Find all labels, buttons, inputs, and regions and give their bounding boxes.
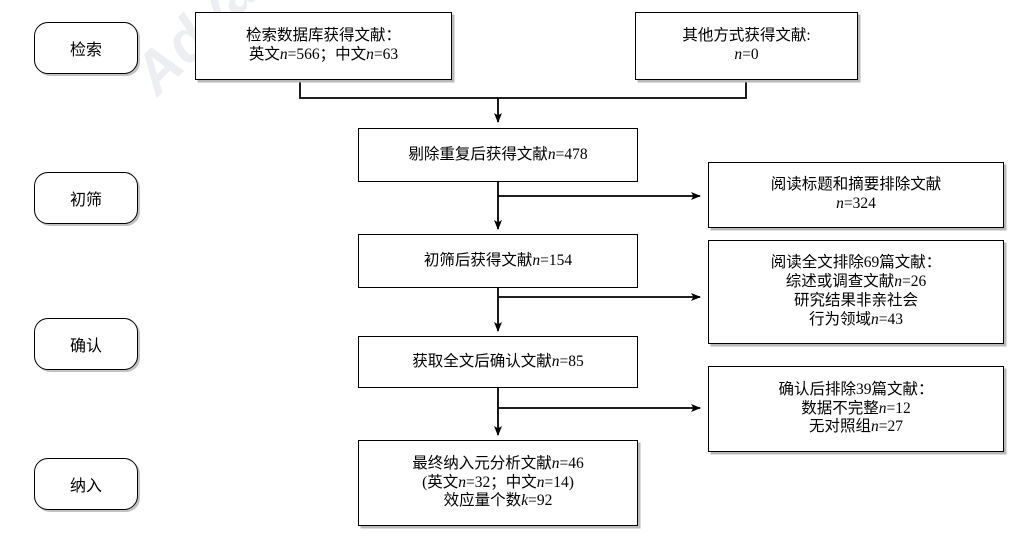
node-other-sources: 其他方式获得文献: n=0 bbox=[635, 12, 858, 80]
node-after-screening: 初筛后获得文献n=154 bbox=[358, 234, 638, 288]
node-line: (英文n=32；中文n=14) bbox=[422, 473, 574, 491]
node-line: 剔除重复后获得文献n=478 bbox=[408, 145, 588, 163]
node-excluded-fulltext: 阅读全文排除69篇文献： 综述或调查文献n=26 研究结果非亲社会 行为领域n=… bbox=[708, 240, 1004, 344]
node-line: n=324 bbox=[836, 195, 876, 212]
node-line: 其他方式获得文献: bbox=[682, 27, 811, 45]
node-line: 阅读全文排除69篇文献： bbox=[770, 254, 942, 272]
stage-label-text: 纳入 bbox=[69, 478, 102, 495]
node-line: 获取全文后确认文献n=85 bbox=[412, 352, 584, 370]
node-line: 阅读标题和摘要排除文献 bbox=[770, 176, 942, 194]
merge-connector bbox=[299, 80, 747, 99]
stage-label-included: 纳入 bbox=[34, 458, 138, 510]
node-line: 初筛后获得文献n=154 bbox=[423, 251, 573, 269]
node-line: 综述或调查文献n=26 bbox=[785, 273, 927, 291]
node-line: n=0 bbox=[734, 46, 759, 63]
node-line: 数据不完整n=12 bbox=[801, 399, 911, 417]
stage-label-text: 初筛 bbox=[69, 192, 102, 209]
node-excluded-confirmation: 确认后排除39篇文献： 数据不完整n=12 无对照组n=27 bbox=[708, 366, 1004, 452]
node-final-included: 最终纳入元分析文献n=46 (英文n=32；中文n=14) 效应量个数k=92 bbox=[358, 440, 638, 526]
stage-label-eligibility: 确认 bbox=[34, 318, 138, 370]
node-line: 行为领域n=43 bbox=[808, 310, 903, 328]
node-after-duplicates-removed: 剔除重复后获得文献n=478 bbox=[358, 128, 638, 182]
node-database-search: 检索数据库获得文献： 英文n=566；中文n=63 bbox=[195, 12, 452, 80]
node-excluded-title-abstract: 阅读标题和摘要排除文献 n=324 bbox=[708, 162, 1004, 228]
node-line: 英文n=566；中文n=63 bbox=[248, 46, 399, 63]
stage-label-screening: 初筛 bbox=[34, 172, 138, 224]
stage-label-text: 确认 bbox=[69, 338, 102, 355]
stage-label-text: 检索 bbox=[69, 42, 102, 59]
node-line: 最终纳入元分析文献n=46 bbox=[412, 454, 584, 472]
node-line: 效应量个数k=92 bbox=[443, 492, 553, 510]
node-line: 研究结果非亲社会 bbox=[793, 292, 918, 309]
node-line: 无对照组n=27 bbox=[808, 418, 903, 436]
node-line: 检索数据库获得文献： bbox=[245, 27, 401, 45]
node-line: 确认后排除39篇文献： bbox=[778, 380, 934, 398]
node-after-fulltext-confirmation: 获取全文后确认文献n=85 bbox=[358, 336, 638, 388]
stage-label-identification: 检索 bbox=[34, 22, 138, 74]
